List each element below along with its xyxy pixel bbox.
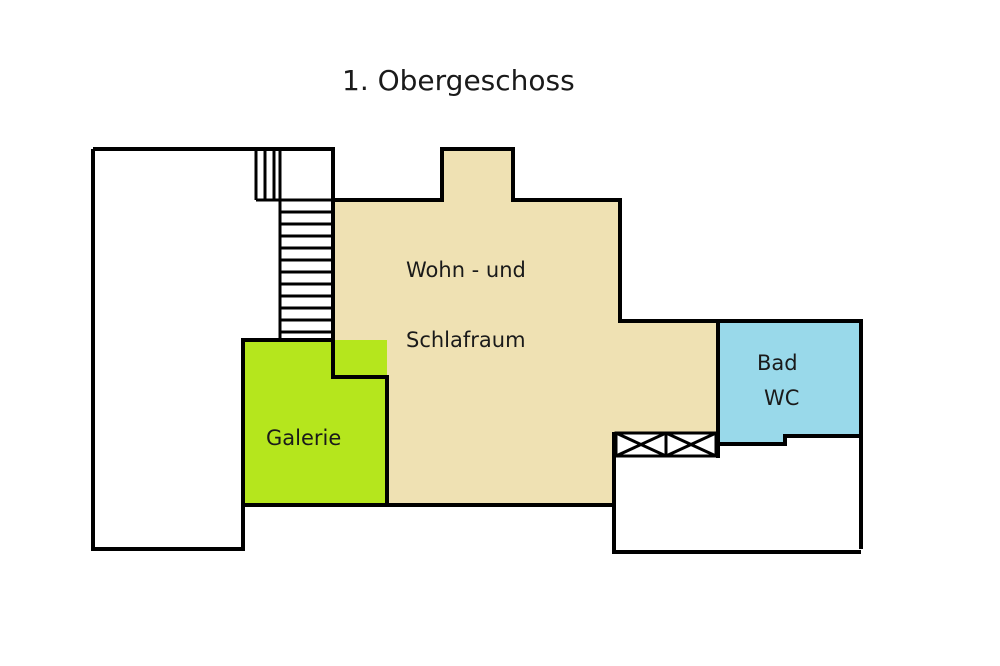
gallery-wall [241, 338, 333, 505]
bathroom-area [718, 321, 861, 444]
bathroom-label-line1: Bad [757, 351, 798, 375]
gallery-area [244, 340, 387, 505]
living-room-area [333, 149, 718, 505]
living-room-label-line1: Wohn - und [406, 258, 526, 282]
bathroom-label-line2: WC [764, 386, 799, 410]
stair-room-divider-wall [331, 149, 389, 505]
gallery-label: Galerie [266, 426, 341, 450]
left-wing-wall [93, 147, 335, 200]
bathroom-bottom-wall [718, 434, 861, 446]
crossed-opening [614, 431, 718, 458]
living-room-wall [333, 147, 718, 323]
living-room-label-line2: Schlafraum [406, 328, 526, 352]
staircase [254, 149, 333, 340]
left-outer-wall [91, 149, 245, 551]
bathroom-wall [718, 319, 863, 549]
floor-title: 1. Obergeschoss [342, 64, 575, 97]
lower-right-annex-wall [612, 432, 861, 554]
